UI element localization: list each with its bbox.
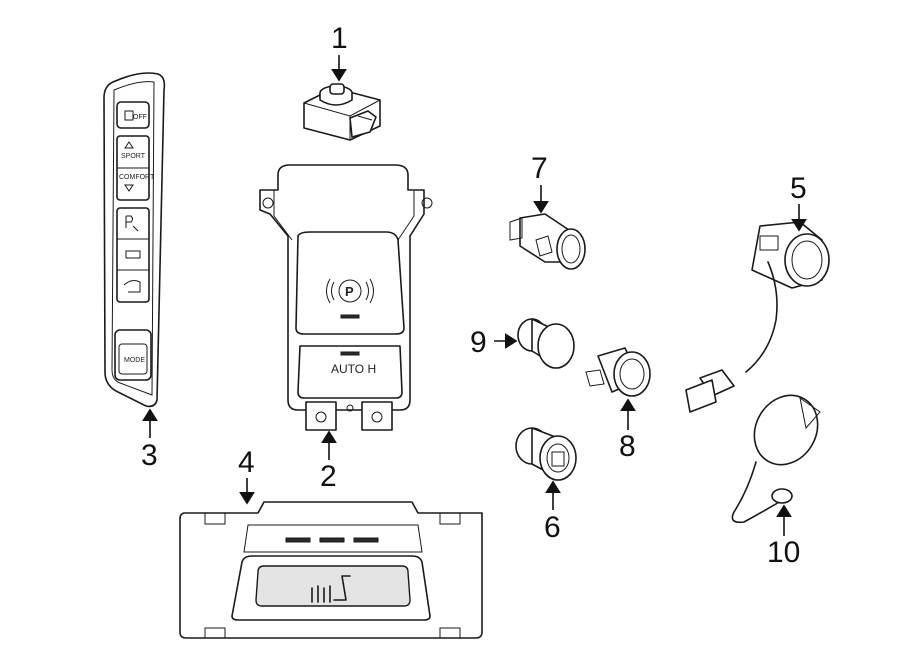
callout-7: 7	[531, 152, 548, 185]
battery-icon	[125, 250, 141, 259]
callout-arrows	[142, 55, 807, 536]
auto-hold-label: AUTO H	[331, 362, 376, 376]
callout-4: 4	[238, 446, 255, 479]
part-1-switch	[303, 83, 381, 141]
part-3-switch-panel: OFF SPORT COMFORT MODE	[103, 72, 166, 408]
callout-1: 1	[331, 22, 348, 55]
callout-8: 8	[619, 430, 636, 463]
part-6-outlet	[515, 427, 577, 481]
part-5-usb-socket	[685, 221, 830, 413]
parking-brake-icon: P	[326, 278, 374, 304]
off-button-label: OFF	[133, 114, 147, 121]
comfort-button-label: COMFORT	[119, 174, 155, 181]
down-arrow-icon	[124, 184, 134, 192]
part-4-seat-heater-panel	[179, 501, 483, 639]
part-9-plug	[517, 318, 575, 369]
callout-10: 10	[767, 536, 800, 569]
mode-button-label: MODE	[124, 357, 145, 364]
park-assist-icon	[125, 215, 139, 232]
up-arrow-icon	[124, 141, 134, 149]
callout-2: 2	[320, 460, 337, 493]
part-8-ring-socket	[585, 347, 651, 397]
callout-9: 9	[470, 326, 487, 359]
dsc-off-icon	[124, 110, 134, 121]
callout-5: 5	[790, 172, 807, 205]
camera-icon	[123, 280, 141, 293]
parking-symbol: P	[345, 284, 354, 299]
callout-6: 6	[544, 511, 561, 544]
part-2-parking-brake-console: P AUTO H	[259, 164, 433, 431]
seat-heater-icon	[311, 575, 351, 603]
part-10-cap	[731, 394, 821, 524]
sport-button-label: SPORT	[121, 153, 146, 160]
callout-3: 3	[141, 439, 158, 472]
part-7-socket	[509, 213, 586, 270]
